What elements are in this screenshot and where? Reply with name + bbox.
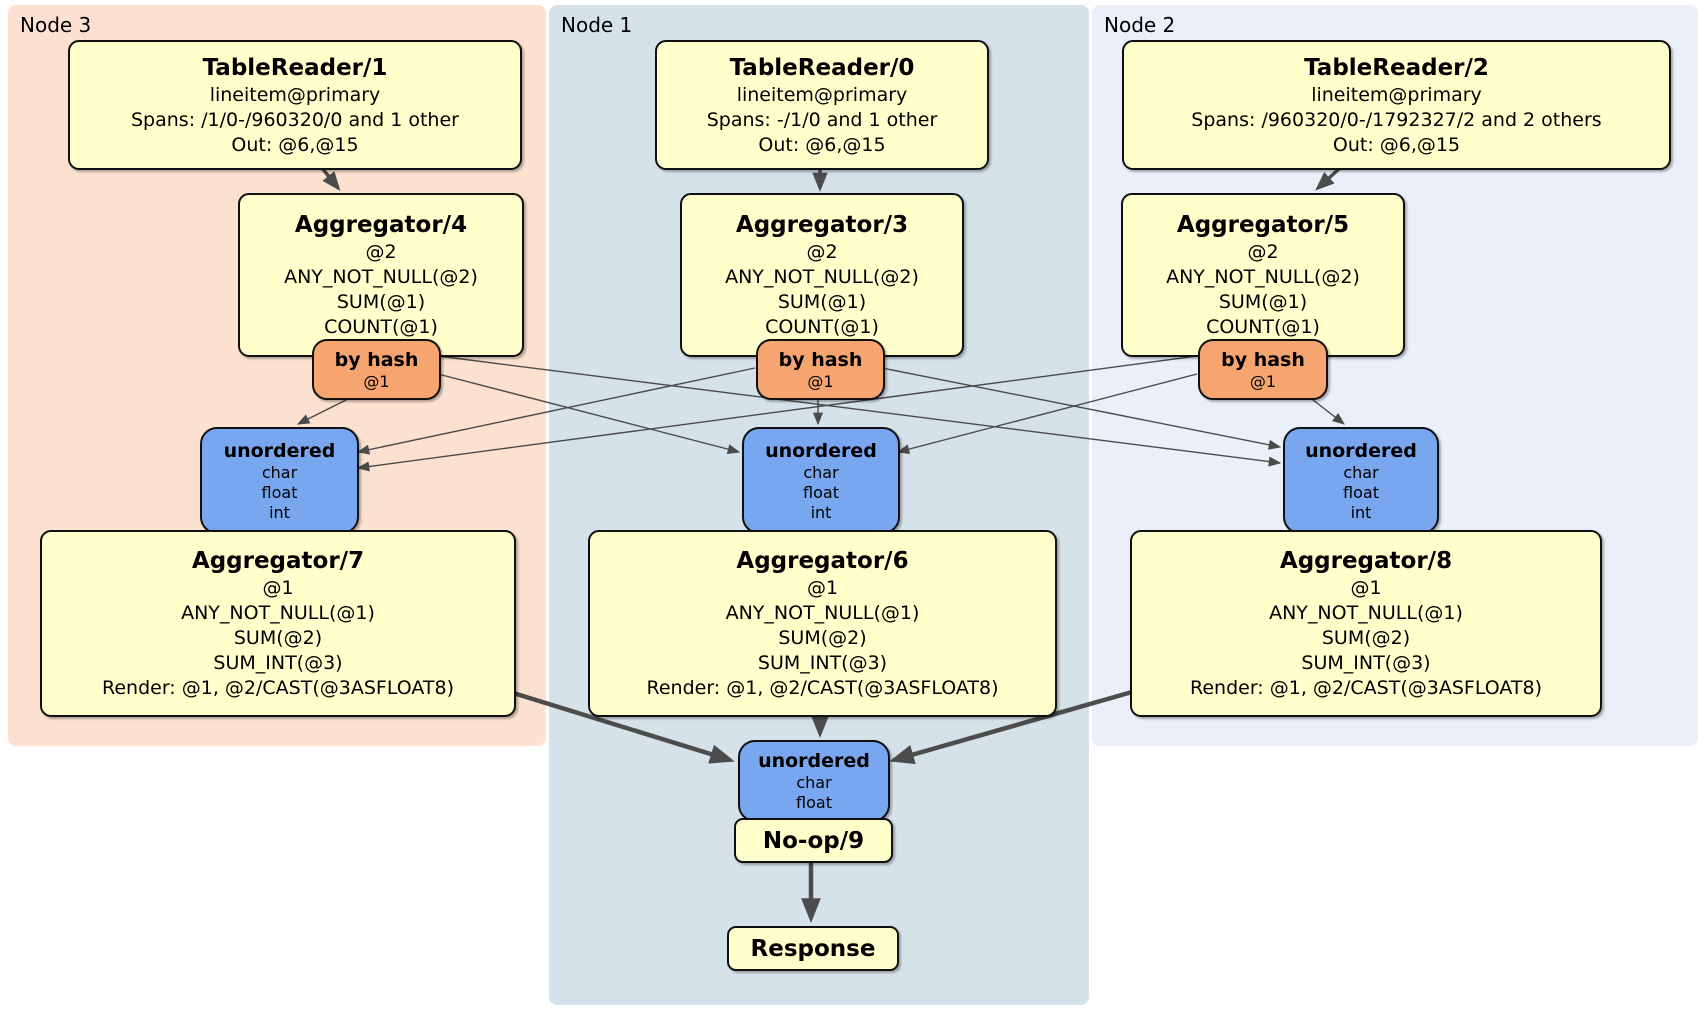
aggregator7-line: SUM(@2) (233, 627, 323, 649)
noop-title: No-op/9 (762, 827, 865, 854)
tablereader0-spans: Spans: -/1/0 and 1 other (706, 108, 938, 131)
aggregator6-box: Aggregator/6 @1 ANY_NOT_NULL(@1) SUM(@2)… (588, 530, 1057, 717)
sync-node1-col: float (803, 482, 839, 502)
aggregator8-line: @1 (1350, 577, 1382, 599)
final-sync-col: char (796, 773, 832, 792)
byhash-router-node3: by hash @1 (312, 339, 441, 400)
tablereader1-out: Out: @6,@15 (231, 133, 359, 156)
noop-box: No-op/9 (734, 818, 893, 863)
aggregator7-render: Render: @1, @2/CAST(@3ASFLOAT8) (102, 677, 454, 699)
aggregator3-line: COUNT(@1) (765, 316, 879, 338)
byhash-node1-title: by hash (778, 348, 863, 371)
byhash-node3-key: @1 (363, 371, 390, 391)
aggregator8-title: Aggregator/8 (1279, 548, 1453, 574)
byhash-router-node1: by hash @1 (756, 339, 885, 400)
aggregator4-line: SUM(@1) (336, 291, 426, 313)
aggregator3-line: @2 (806, 241, 838, 263)
tablereader0-index: lineitem@primary (736, 83, 908, 106)
tablereader2-title: TableReader/2 (1304, 54, 1489, 81)
tablereader1-box: TableReader/1 lineitem@primary Spans: /1… (68, 40, 522, 170)
byhash-router-node2: by hash @1 (1198, 339, 1328, 400)
byhash-node2-key: @1 (1249, 371, 1277, 391)
node3-region-label: Node 3 (20, 13, 92, 37)
node1-region-label: Node 1 (561, 13, 633, 37)
aggregator4-title: Aggregator/4 (294, 212, 468, 238)
sync-node2-title: unordered (1305, 439, 1417, 462)
aggregator5-line: SUM(@1) (1218, 291, 1308, 313)
tablereader2-out: Out: @6,@15 (1332, 133, 1461, 156)
aggregator6-line: SUM(@2) (778, 627, 867, 649)
final-sync-col: float (796, 793, 832, 812)
tablereader0-box: TableReader/0 lineitem@primary Spans: -/… (655, 40, 989, 170)
aggregator6-line: @1 (806, 577, 839, 599)
aggregator7-title: Aggregator/7 (191, 548, 365, 574)
aggregator5-title: Aggregator/5 (1176, 212, 1350, 238)
aggregator8-line: SUM_INT(@3) (1301, 652, 1431, 674)
aggregator5-line: COUNT(@1) (1206, 316, 1320, 338)
node2-region-label: Node 2 (1104, 13, 1176, 37)
tablereader0-out: Out: @6,@15 (758, 133, 886, 156)
aggregator7-line: ANY_NOT_NULL(@1) (181, 602, 375, 624)
aggregator5-box: Aggregator/5 @2 ANY_NOT_NULL(@2) SUM(@1)… (1121, 193, 1405, 357)
sync-node3-col: char (261, 462, 298, 482)
final-sync-title: unordered (758, 750, 870, 772)
tablereader0-title: TableReader/0 (729, 54, 915, 81)
tablereader1-spans: Spans: /1/0-/960320/0 and 1 other (131, 108, 459, 131)
aggregator5-line: @2 (1247, 241, 1279, 263)
sync-node2-col: int (1350, 502, 1372, 522)
final-unordered-sync: unordered char float (738, 740, 890, 822)
byhash-node1-key: @1 (807, 371, 834, 391)
sync-node3-col: float (261, 482, 298, 502)
aggregator5-line: ANY_NOT_NULL(@2) (1166, 266, 1360, 288)
aggregator8-box: Aggregator/8 @1 ANY_NOT_NULL(@1) SUM(@2)… (1130, 530, 1602, 717)
aggregator4-line: @2 (365, 241, 397, 263)
aggregator6-title: Aggregator/6 (736, 548, 909, 574)
tablereader2-spans: Spans: /960320/0-/1792327/2 and 2 others (1191, 108, 1602, 131)
aggregator6-render: Render: @1, @2/CAST(@3ASFLOAT8) (646, 677, 999, 699)
sync-node1-col: char (803, 462, 839, 482)
aggregator6-line: ANY_NOT_NULL(@1) (725, 602, 920, 624)
sync-node2-col: float (1343, 482, 1379, 502)
aggregator4-box: Aggregator/4 @2 ANY_NOT_NULL(@2) SUM(@1)… (238, 193, 524, 357)
aggregator8-render: Render: @1, @2/CAST(@3ASFLOAT8) (1190, 677, 1542, 699)
unordered-sync-node2: unordered char float int (1283, 427, 1439, 534)
sync-node1-col: int (810, 502, 832, 522)
tablereader1-title: TableReader/1 (202, 54, 388, 81)
response-box: Response (727, 926, 899, 971)
tablereader1-index: lineitem@primary (209, 83, 381, 106)
tablereader2-index: lineitem@primary (1311, 83, 1482, 106)
aggregator4-line: ANY_NOT_NULL(@2) (284, 266, 478, 288)
sync-node2-col: char (1343, 462, 1379, 482)
aggregator4-line: COUNT(@1) (324, 316, 438, 338)
unordered-sync-node3: unordered char float int (200, 427, 359, 534)
aggregator6-line: SUM_INT(@3) (757, 652, 888, 674)
response-title: Response (750, 935, 876, 962)
byhash-node2-title: by hash (1221, 348, 1305, 371)
aggregator3-box: Aggregator/3 @2 ANY_NOT_NULL(@2) SUM(@1)… (680, 193, 964, 357)
sync-node1-title: unordered (765, 439, 877, 462)
aggregator7-line: @1 (262, 577, 294, 599)
aggregator7-line: SUM_INT(@3) (213, 652, 343, 674)
sync-node3-title: unordered (223, 439, 336, 462)
aggregator3-title: Aggregator/3 (735, 212, 909, 238)
aggregator8-line: ANY_NOT_NULL(@1) (1269, 602, 1463, 624)
aggregator7-box: Aggregator/7 @1 ANY_NOT_NULL(@1) SUM(@2)… (40, 530, 516, 717)
unordered-sync-node1: unordered char float int (742, 427, 900, 534)
byhash-node3-title: by hash (334, 348, 419, 371)
tablereader2-box: TableReader/2 lineitem@primary Spans: /9… (1122, 40, 1671, 170)
sync-node3-col: int (269, 502, 290, 522)
aggregator8-line: SUM(@2) (1321, 627, 1411, 649)
aggregator3-line: SUM(@1) (777, 291, 867, 313)
aggregator3-line: ANY_NOT_NULL(@2) (725, 266, 919, 288)
